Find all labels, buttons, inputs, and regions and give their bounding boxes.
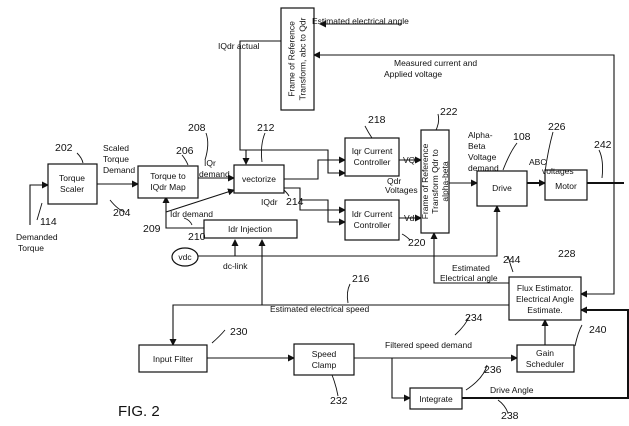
iqr-controller-line2: Controller	[354, 157, 391, 167]
label-iqdr: IQdr	[261, 197, 278, 207]
iqr-controller-line1: Iqr Current	[352, 146, 393, 156]
label-estimated-electrical-speed: Estimated electrical speed	[270, 304, 369, 314]
transform-mid-line3: alpha-beta	[440, 161, 450, 201]
label-demand: Demand	[103, 165, 135, 175]
idr-controller-block: Idr Current Controller	[345, 200, 399, 240]
label-estimated-electrical-angle-top: Estimated electrical angle	[312, 16, 409, 26]
transform-top-line1: Frame of Reference	[287, 21, 297, 97]
gain-scheduler-block: Gain Scheduler	[517, 345, 574, 372]
label-measured-current-2: Applied voltage	[384, 69, 442, 79]
gain-scheduler-line2: Scheduler	[526, 359, 564, 369]
transform-top-line2: Transform, abc to Qdr	[298, 17, 308, 100]
label-dc-link: dc-link	[223, 261, 248, 271]
label-iqr-demand: demand	[199, 169, 230, 179]
drive-label: Drive	[492, 183, 512, 193]
ref-240: 240	[589, 324, 607, 336]
speed-clamp-block: Speed Clamp	[294, 344, 354, 375]
vectorize-block: vectorize	[234, 165, 284, 193]
speed-clamp-line2: Clamp	[312, 360, 337, 370]
label-vdr: Vdr	[404, 213, 417, 223]
transform-mid-line2: Transform Qdr to	[430, 149, 440, 214]
ref-220: 220	[408, 237, 426, 249]
ref-226: 226	[548, 121, 566, 133]
ref-232: 232	[330, 395, 348, 407]
flux-estimator-line1: Flux Estimator.	[517, 283, 573, 293]
vectorize-label: vectorize	[242, 174, 276, 184]
gain-scheduler-line1: Gain	[536, 348, 554, 358]
flux-estimator-line3: Estimate.	[527, 305, 562, 315]
idr-controller-line2: Controller	[354, 220, 391, 230]
vdc-source: vdc	[172, 248, 198, 266]
ref-108: 108	[513, 131, 531, 143]
transform-mid-line1: Frame of Reference	[420, 143, 430, 219]
ref-202: 202	[55, 142, 73, 154]
flux-estimator-line2: Electrical Angle	[516, 294, 574, 304]
label-beta: Beta	[468, 141, 486, 151]
drive-block: Drive	[477, 171, 527, 206]
ref-206: 206	[176, 145, 194, 157]
label-torque: Torque	[103, 154, 129, 164]
vdc-label: vdc	[178, 252, 192, 262]
label-vqr: VQr	[403, 155, 418, 165]
integrate-label: Integrate	[419, 394, 453, 404]
ref-242: 242	[594, 139, 612, 151]
idr-controller-line1: Idr Current	[352, 209, 393, 219]
ref-212: 212	[257, 122, 275, 134]
ref-222: 222	[440, 106, 458, 118]
ref-238: 238	[501, 410, 519, 422]
torque-scaler-block: Torque Scaler	[48, 164, 97, 204]
speed-clamp-line1: Speed	[312, 349, 337, 359]
label-abc-voltages: voltages	[542, 166, 574, 176]
label-voltages: Voltages	[385, 185, 418, 195]
ref-214: 214	[286, 196, 304, 208]
ref-244: 244	[503, 254, 521, 266]
label-estimated: Estimated	[452, 263, 490, 273]
ref-218: 218	[368, 114, 386, 126]
label-alpha: Alpha-	[468, 130, 493, 140]
ref-210: 210	[188, 231, 206, 243]
flux-estimator-block: Flux Estimator. Electrical Angle Estimat…	[509, 277, 581, 320]
ref-230: 230	[230, 326, 248, 338]
ref-234: 234	[465, 312, 483, 324]
idr-injection-label: Idr Injection	[228, 224, 272, 234]
transform-abc-to-qdr-block: Frame of Reference Transform, abc to Qdr	[281, 8, 314, 110]
idr-injection-block: Idr Injection	[204, 220, 297, 238]
label-measured-current-1: Measured current and	[394, 58, 477, 68]
motor-label: Motor	[555, 181, 577, 191]
torque-map-block: Torque to IQdr Map	[138, 166, 198, 198]
ref-204: 204	[113, 207, 131, 219]
label-idr-demand: Idr demand	[170, 209, 213, 219]
label-electrical-angle: Electrical angle	[440, 273, 498, 283]
ref-114: 114	[40, 216, 57, 228]
transform-qdr-to-alphabeta-block: Frame of Reference Transform Qdr to alph…	[420, 130, 450, 233]
label-scaled: Scaled	[103, 143, 129, 153]
torque-map-line2: IQdr Map	[150, 182, 186, 192]
label-voltage-demand: demand	[468, 163, 499, 173]
torque-map-line1: Torque to	[150, 171, 186, 181]
label-drive-angle: Drive Angle	[490, 385, 534, 395]
label-demanded-torque: Torque	[18, 243, 44, 253]
integrate-block: Integrate	[410, 388, 462, 409]
ref-216: 216	[352, 273, 370, 285]
label-voltage: Voltage	[468, 152, 497, 162]
ref-228: 228	[558, 248, 576, 260]
ref-236: 236	[484, 364, 502, 376]
label-demanded: Demanded	[16, 232, 58, 242]
label-iqdr-actual: IQdr actual	[218, 41, 260, 51]
iqr-controller-block: Iqr Current Controller	[345, 138, 399, 176]
ref-208: 208	[188, 122, 206, 134]
figure-label: FIG. 2	[118, 403, 160, 420]
torque-scaler-line1: Torque	[59, 173, 85, 183]
label-filtered-speed-demand: Filtered speed demand	[385, 340, 472, 350]
ref-209: 209	[143, 223, 161, 235]
torque-scaler-line2: Scaler	[60, 184, 84, 194]
input-filter-label: Input Filter	[153, 354, 193, 364]
label-iqr: IQr	[204, 158, 216, 168]
input-filter-block: Input Filter	[139, 345, 207, 372]
